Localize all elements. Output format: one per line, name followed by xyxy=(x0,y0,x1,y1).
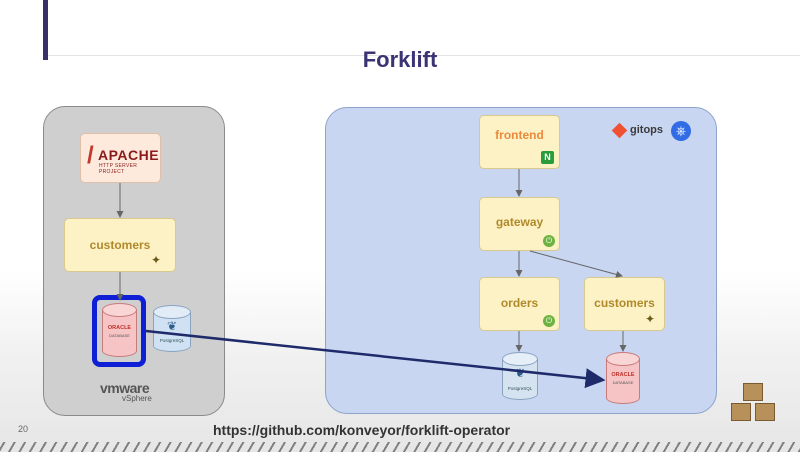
postgres-elephant-icon: ❦ xyxy=(166,319,178,333)
customers-box-left: customers ✦ xyxy=(64,218,176,272)
nginx-icon: N xyxy=(541,151,554,164)
tomcat-icon: ✦ xyxy=(645,312,656,326)
oracle-sub-left: DATABASE xyxy=(109,333,130,338)
oracle-brand-right: ORACLE xyxy=(611,372,635,378)
oracle-sub-right: DATABASE xyxy=(612,380,634,385)
vmware-brand: vmware xyxy=(100,380,150,396)
customers-box-right: customers ✦ xyxy=(584,277,665,331)
orders-box: orders ⏻ xyxy=(479,277,560,331)
postgres-label-right: PostgreSQL xyxy=(507,386,533,391)
customers-label-right: customers xyxy=(594,296,655,310)
arrow-gateway-customers xyxy=(529,250,623,278)
slide-number: 20 xyxy=(18,424,29,434)
postgres-label-left: PostgreSQL xyxy=(159,338,185,343)
accent-bar xyxy=(43,0,48,60)
vmware-logo: vmware vSphere xyxy=(100,380,152,403)
migration-arrow xyxy=(145,329,606,389)
spring-icon: ⏻ xyxy=(543,315,555,327)
gateway-box: gateway ⏻ xyxy=(479,197,560,251)
postgres-elephant-icon: ❦ xyxy=(514,366,526,380)
slide-title: Forklift xyxy=(362,47,438,72)
tomcat-icon: ✦ xyxy=(151,253,162,267)
spring-icon: ⏻ xyxy=(543,235,555,247)
oracle-brand-left: ORACLE xyxy=(107,325,132,331)
oracle-db-left: ORACLE DATABASE xyxy=(102,303,137,357)
postgres-db-right: ❦ PostgreSQL xyxy=(502,352,538,400)
customers-label-left: customers xyxy=(89,238,151,252)
gateway-label: gateway xyxy=(495,215,544,229)
kubernetes-icon: ⎈ xyxy=(671,121,691,141)
frontend-box: frontend N xyxy=(479,115,560,169)
apache-word: APACHE xyxy=(98,147,160,163)
gitops-logo: gitops xyxy=(611,122,663,138)
orders-label: orders xyxy=(500,296,539,310)
apache-feather-icon: / xyxy=(87,142,94,169)
apache-sub: HTTP SERVER PROJECT xyxy=(99,163,138,175)
gitops-label: gitops xyxy=(630,124,663,136)
top-rule xyxy=(48,55,800,56)
boxes-icon xyxy=(728,383,778,431)
footer-hatch xyxy=(0,442,800,452)
frontend-label: frontend xyxy=(495,128,544,142)
vsphere-label: vSphere xyxy=(122,394,152,403)
apache-logo-box: / APACHE HTTP SERVER PROJECT xyxy=(80,133,161,183)
oracle-db-right: ORACLE DATABASE xyxy=(606,352,640,404)
repo-url[interactable]: https://github.com/konveyor/forklift-ope… xyxy=(213,422,511,438)
